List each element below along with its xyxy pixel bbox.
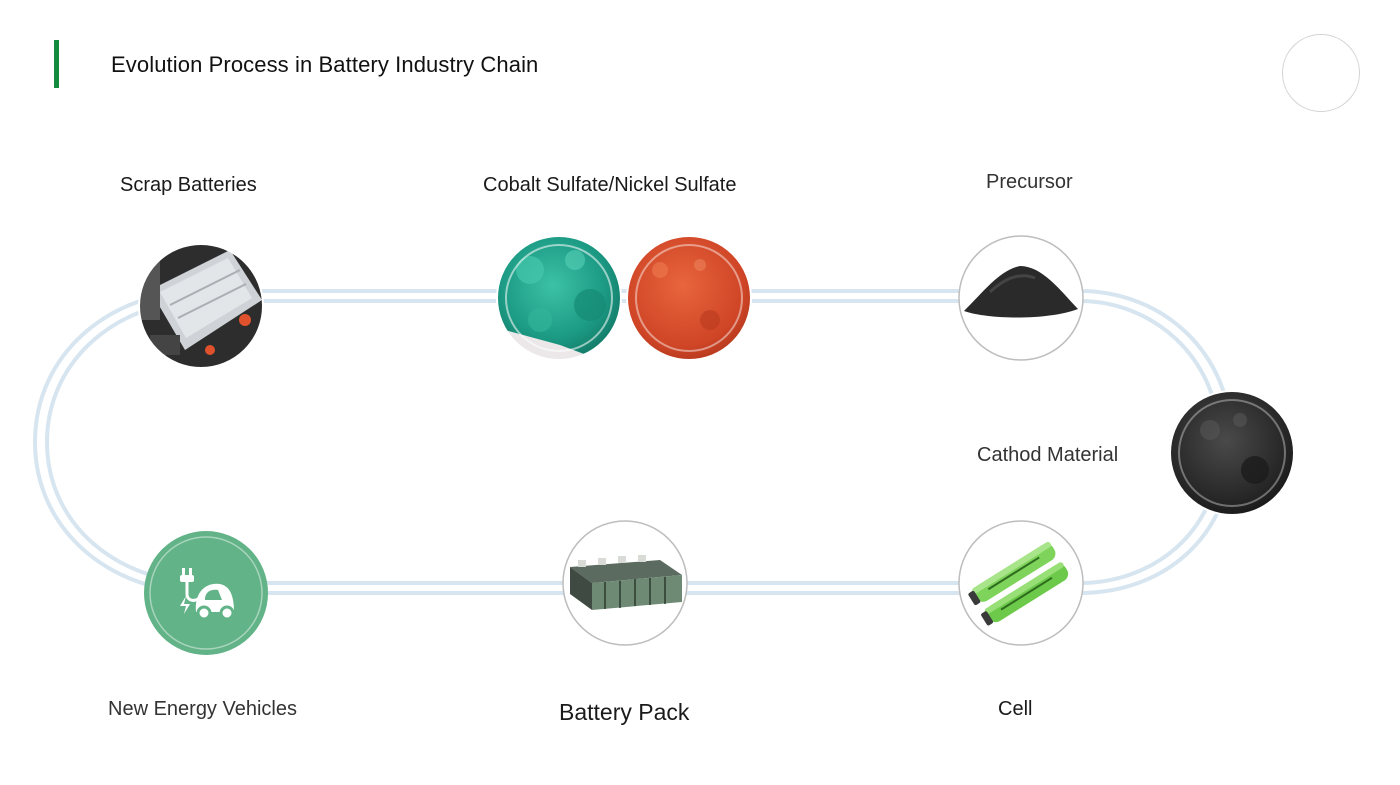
label-cathode-material: Cathod Material	[977, 444, 1119, 466]
cathode-material-photo	[1169, 390, 1295, 516]
precursor-photo	[958, 235, 1084, 361]
page-title: Evolution Process in Battery Industry Ch…	[111, 52, 539, 77]
title-accent-bar	[54, 40, 59, 88]
cobalt-sulfate-photo	[496, 235, 622, 361]
ev-charging-icon	[144, 531, 268, 655]
scrap-batteries-photo	[138, 243, 264, 369]
label-cobalt-nickel-sulfate: Cobalt Sulfate/Nickel Sulfate	[483, 174, 737, 196]
label-precursor: Precursor	[986, 171, 1073, 193]
label-battery-pack: Battery Pack	[559, 699, 690, 725]
label-new-energy-vehicles: New Energy Vehicles	[108, 698, 297, 720]
label-scrap-batteries: Scrap Batteries	[120, 174, 257, 196]
cell-photo	[958, 520, 1084, 646]
decorative-circle	[1282, 34, 1360, 112]
label-cell: Cell	[998, 698, 1033, 720]
battery-pack-photo	[562, 520, 688, 646]
nickel-sulfate-photo	[626, 235, 752, 361]
